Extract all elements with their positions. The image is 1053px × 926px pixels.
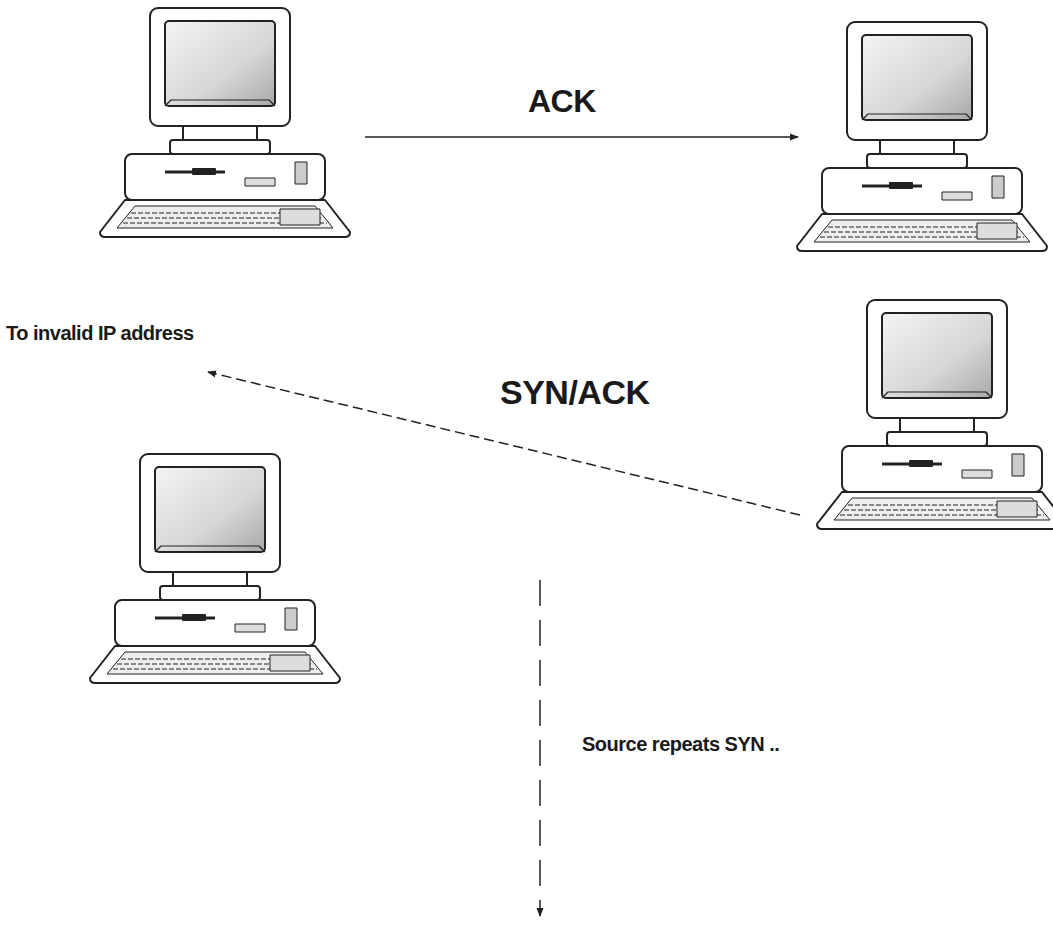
arrow-label: ACK: [528, 84, 596, 119]
computer: [797, 22, 1047, 251]
computer: [100, 8, 350, 237]
syn-ack-arrow: [208, 372, 800, 515]
ack-arrow: [365, 136, 798, 138]
computer: [817, 300, 1053, 529]
arrow-label: To invalid IP address: [6, 322, 194, 344]
arrow-label: Source repeats SYN ..: [582, 733, 779, 755]
arrow-label: SYN/ACK: [500, 374, 650, 411]
computer: [90, 454, 340, 683]
repeat-arrow: [539, 580, 541, 916]
